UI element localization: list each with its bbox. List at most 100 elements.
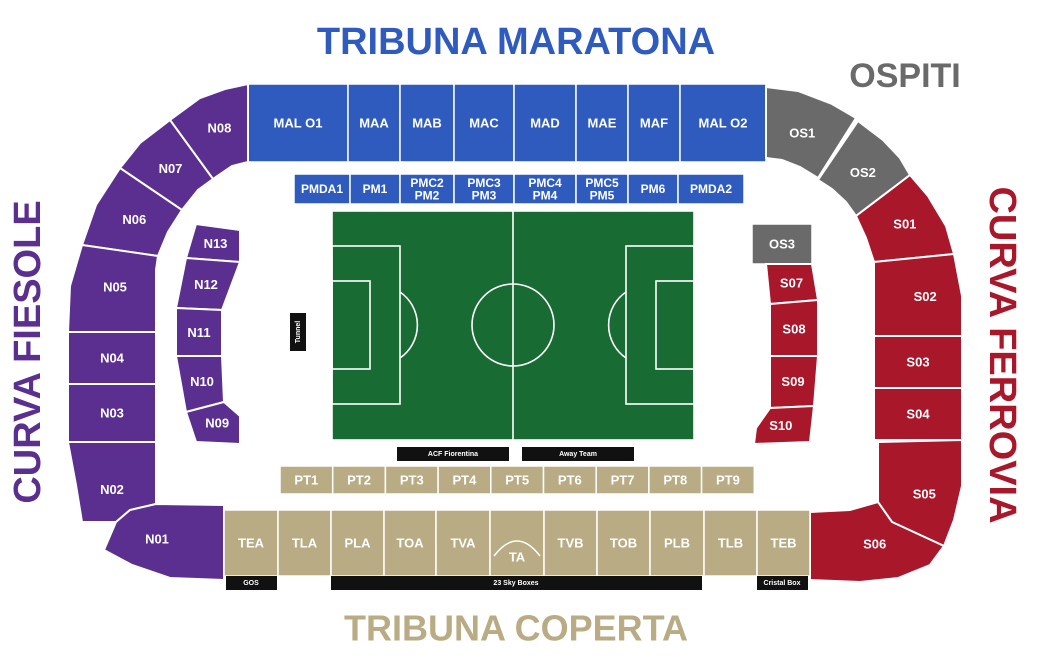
section-pt4[interactable]: PT4 [437, 465, 492, 495]
section-pmda1[interactable]: PMDA1 [293, 173, 351, 205]
section-shape [543, 509, 598, 577]
section-tva[interactable]: TVA [435, 509, 491, 577]
section-n04[interactable]: N04 [67, 331, 157, 385]
section-n01[interactable]: N01 [102, 502, 225, 582]
section-tla[interactable]: TLA [277, 509, 332, 577]
section-label: TEB [771, 535, 797, 550]
section-tea[interactable]: TEA [223, 509, 279, 577]
section-toa[interactable]: TOA [383, 509, 437, 577]
section-mac[interactable]: MAC [453, 83, 515, 163]
section-tvb[interactable]: TVB [543, 509, 598, 577]
section-label: S06 [863, 537, 886, 552]
gos-box: GOS [226, 576, 277, 590]
section-shape [700, 465, 756, 495]
section-pt1[interactable]: PT1 [279, 465, 334, 495]
section-n13[interactable]: N13 [184, 222, 241, 264]
section-shape [399, 83, 455, 163]
section-shape [223, 509, 279, 577]
section-shape [756, 509, 811, 577]
section-label: PMDA2 [690, 182, 732, 196]
section-s07[interactable]: S07 [764, 263, 820, 306]
section-teb[interactable]: TEB [756, 509, 811, 577]
section-s06[interactable]: S06 [809, 500, 946, 584]
section-label: PT6 [558, 472, 582, 487]
section-n06[interactable]: N06 [80, 166, 184, 258]
section-n03[interactable]: N03 [67, 383, 157, 443]
section-label: MAL O2 [699, 115, 748, 130]
section-label: PM4 [533, 188, 558, 202]
section-os3[interactable]: OS3 [751, 223, 813, 265]
section-shape [330, 509, 385, 577]
section-label: S08 [782, 321, 805, 336]
section-label: PMC3 [467, 176, 501, 190]
section-s02[interactable]: S02 [873, 252, 963, 337]
section-maa[interactable]: MAA [347, 83, 401, 163]
section-label: N01 [145, 532, 169, 547]
stand-title-maratona: TRIBUNA MARATONA [317, 21, 715, 63]
section-plb[interactable]: PLB [649, 509, 705, 577]
section-shape [490, 465, 545, 495]
section-pt9[interactable]: PT9 [700, 465, 756, 495]
section-mal-o1[interactable]: MAL O1 [247, 83, 349, 163]
section-label: MAB [412, 115, 442, 130]
section-s03[interactable]: S03 [873, 335, 963, 389]
section-maf[interactable]: MAF [627, 83, 681, 163]
section-label: N03 [100, 405, 124, 420]
section-pt2[interactable]: PT2 [331, 465, 387, 495]
stand-title-ferrovia: CURVA FERROVIA [981, 186, 1023, 523]
sky-boxes-label: 23 Sky Boxes [493, 580, 538, 587]
section-n12[interactable]: N12 [174, 256, 242, 312]
section-tlb[interactable]: TLB [703, 509, 758, 577]
section-label: OS3 [769, 236, 795, 251]
section-label: PM6 [641, 182, 666, 196]
section-s08[interactable]: S08 [769, 298, 819, 357]
section-s10[interactable]: S10 [752, 404, 816, 446]
section-label: S09 [781, 374, 804, 389]
section-pt5[interactable]: PT5 [490, 465, 545, 495]
section-shape [293, 173, 351, 205]
section-label: S01 [893, 216, 916, 231]
section-label: MAF [640, 115, 668, 130]
section-n09[interactable]: N09 [184, 400, 241, 446]
section-shape [349, 173, 401, 205]
section-os1[interactable]: OS1 [765, 85, 858, 180]
section-mab[interactable]: MAB [399, 83, 455, 163]
section-pt7[interactable]: PT7 [595, 465, 650, 495]
section-shape [648, 465, 703, 495]
away-bench-label: Away Team [559, 451, 597, 458]
section-label: OS2 [850, 165, 876, 180]
section-pt8[interactable]: PT8 [648, 465, 703, 495]
section-pmda2[interactable]: PMDA2 [677, 173, 745, 205]
section-s09[interactable]: S09 [769, 355, 820, 410]
section-label: MAE [588, 115, 617, 130]
section-shape [627, 83, 681, 163]
section-ta[interactable]: TA [489, 509, 545, 577]
section-n11[interactable]: N11 [175, 306, 223, 357]
section-pt6[interactable]: PT6 [542, 465, 597, 495]
section-label: PT8 [663, 472, 687, 487]
section-tob[interactable]: TOB [596, 509, 651, 577]
section-pla[interactable]: PLA [330, 509, 385, 577]
section-mad[interactable]: MAD [513, 83, 577, 163]
section-label: S04 [906, 406, 930, 421]
section-mal-o2[interactable]: MAL O2 [679, 83, 767, 163]
away-bench: Away Team [522, 447, 634, 461]
section-shape [542, 465, 597, 495]
section-pm6[interactable]: PM6 [627, 173, 679, 205]
section-label: S07 [780, 275, 803, 290]
section-mae[interactable]: MAE [575, 83, 629, 163]
section-pt3[interactable]: PT3 [384, 465, 439, 495]
section-n05[interactable]: N05 [66, 243, 160, 333]
section-label: N10 [190, 374, 214, 389]
section-s04[interactable]: S04 [873, 387, 963, 441]
section-pm1[interactable]: PM1 [349, 173, 401, 205]
